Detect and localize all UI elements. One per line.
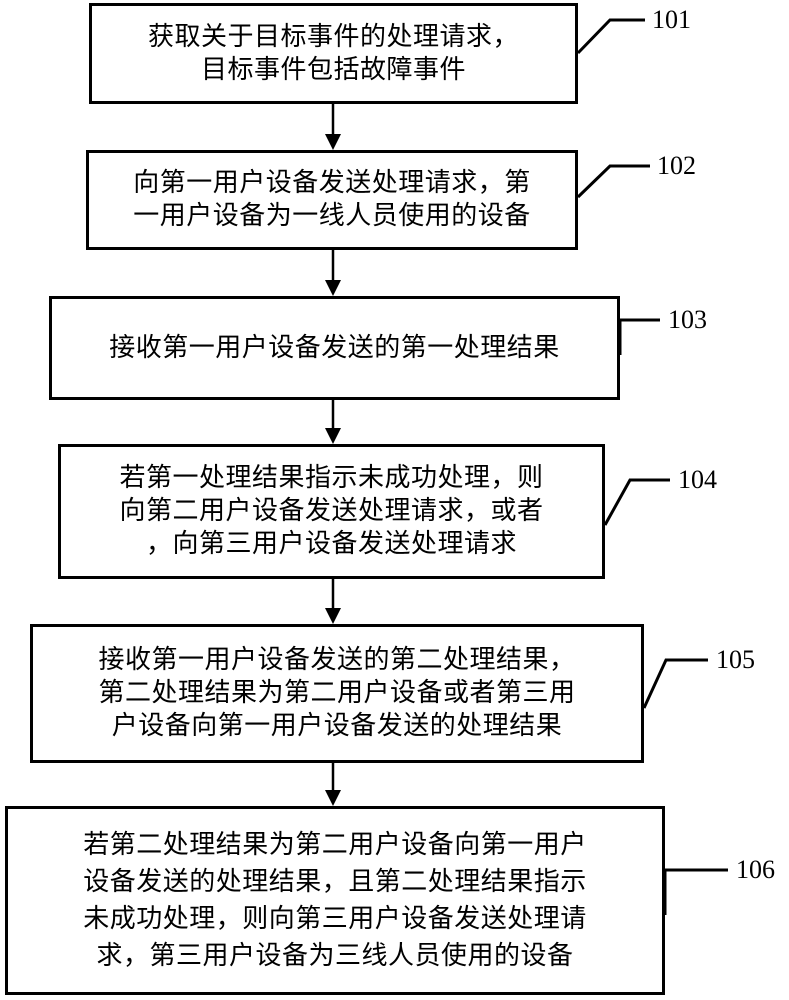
step-label-105: 105 xyxy=(716,645,755,674)
step-box-105: 接收第一用户设备发送的第二处理结果， 第二处理结果为第二用户设备或者第三用 户设… xyxy=(30,624,644,763)
step-box-102: 向第一用户设备发送处理请求，第 一用户设备为一线人员使用的设备 xyxy=(86,150,578,250)
leader-102 xyxy=(576,164,650,199)
step-box-103: 接收第一用户设备发送的第一处理结果 xyxy=(49,296,620,400)
flow-arrows xyxy=(325,104,341,806)
step-text-106: 若第二处理结果为第二用户设备向第一用户 设备发送的处理结果，且第二处理结果指示 … xyxy=(83,829,587,971)
step-box-104: 若第一处理结果指示未成功处理，则 向第二用户设备发送处理请求，或者 ，向第三用户… xyxy=(58,444,605,579)
step-text-105: 接收第一用户设备发送的第二处理结果， 第二处理结果为第二用户设备或者第三用 户设… xyxy=(98,645,576,741)
arrowhead-102-103 xyxy=(325,280,341,296)
step-text-104: 若第一处理结果指示未成功处理，则 向第二用户设备发送处理请求，或者 ，向第三用户… xyxy=(119,463,544,559)
step-box-106: 若第二处理结果为第二用户设备向第一用户 设备发送的处理结果，且第二处理结果指示 … xyxy=(5,806,665,995)
step-label-106: 106 xyxy=(736,855,775,884)
step-label-104: 104 xyxy=(678,465,717,494)
step-label-102: 102 xyxy=(657,151,696,180)
step-box-101: 获取关于目标事件的处理请求， 目标事件包括故障事件 xyxy=(89,3,578,104)
arrowhead-101-102 xyxy=(325,134,341,150)
step-text-101: 获取关于目标事件的处理请求， 目标事件包括故障事件 xyxy=(147,21,519,85)
arrowhead-103-104 xyxy=(325,428,341,444)
arrowhead-105-106 xyxy=(325,790,341,806)
step-label-103: 103 xyxy=(668,305,707,334)
label-leaders xyxy=(576,18,728,915)
leader-105 xyxy=(642,658,708,709)
step-text-102: 向第一用户设备发送处理请求，第 一用户设备为一线人员使用的设备 xyxy=(133,168,531,231)
leader-101 xyxy=(576,18,645,55)
leader-104 xyxy=(603,478,670,526)
leader-106 xyxy=(663,868,728,915)
step-label-101: 101 xyxy=(652,5,691,34)
step-text-103: 接收第一用户设备发送的第一处理结果 xyxy=(109,332,560,363)
arrowhead-104-105 xyxy=(325,608,341,624)
leader-103 xyxy=(618,318,660,355)
